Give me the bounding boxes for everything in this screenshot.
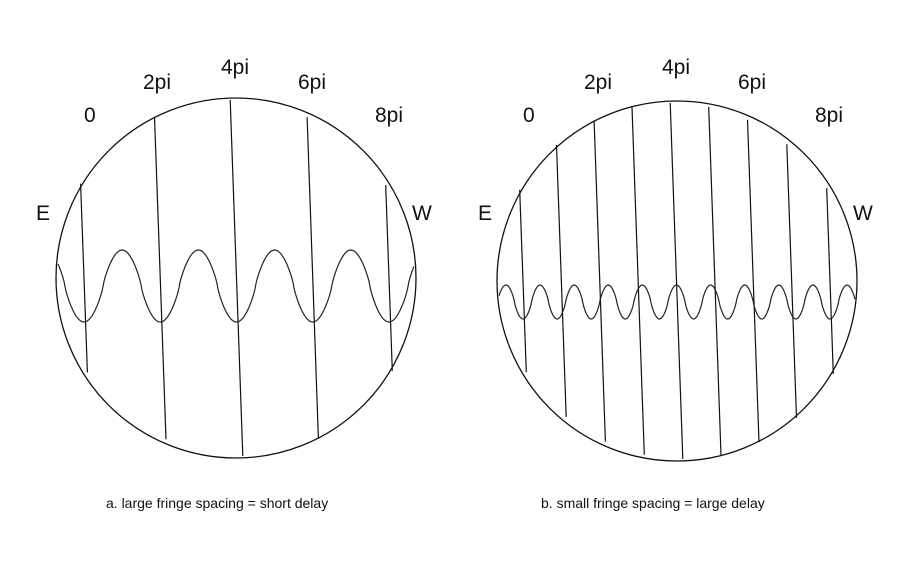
panel-a-phase-label-8pi: 8pi xyxy=(375,104,403,127)
panel-a-fringe-wave xyxy=(57,249,415,323)
panel-b-phase-label-8pi: 8pi xyxy=(815,104,843,127)
panel-a-fringe-line xyxy=(153,116,167,440)
panel-b-fringe-line xyxy=(708,106,722,456)
panel-b: 0 2pi 4pi 6pi 8pi E W b. small fringe sp… xyxy=(478,56,873,511)
panel-b-phase-label-0: 0 xyxy=(523,104,535,127)
panel-b-west-label: W xyxy=(853,202,873,225)
panel-b-fringe-line xyxy=(746,119,760,443)
panel-b-fringe-line xyxy=(826,188,834,374)
panel-b-fringe-line xyxy=(519,189,527,373)
panel-b-fringe-line xyxy=(669,102,684,460)
panel-a-west-label: W xyxy=(412,202,432,225)
panel-b-fringe-wave xyxy=(498,284,856,320)
panel-a-phase-label-0: 0 xyxy=(84,104,96,127)
panel-a-fringe-line xyxy=(306,117,319,439)
panel-b-fringe-line xyxy=(631,107,645,455)
panel-b-east-label: E xyxy=(478,202,492,225)
panel-b-fringe-line xyxy=(786,144,798,418)
panel-b-fringe-line xyxy=(593,120,606,442)
panel-a-phase-label-2pi: 2pi xyxy=(143,71,171,94)
panel-b-phase-label-4pi: 4pi xyxy=(662,56,690,79)
panel-a-caption: a. large fringe spacing = short delay xyxy=(106,495,328,511)
panel-a: 0 2pi 4pi 6pi 8pi E W a. large fringe sp… xyxy=(36,56,432,511)
panel-a-phase-label-4pi: 4pi xyxy=(221,56,249,79)
panel-a-fringe-line xyxy=(80,183,88,373)
panel-a-phase-label-6pi: 6pi xyxy=(298,71,326,94)
panel-a-fringe-line xyxy=(385,185,393,371)
panel-b-fringe-line xyxy=(555,144,567,418)
panel-a-east-label: E xyxy=(36,202,50,225)
panel-b-phase-label-2pi: 2pi xyxy=(584,71,612,94)
panel-b-circle xyxy=(496,100,858,462)
panel-a-fringe-lines xyxy=(80,99,393,457)
panel-b-caption: b. small fringe spacing = large delay xyxy=(541,495,765,511)
panel-b-phase-label-6pi: 6pi xyxy=(738,71,766,94)
panel-a-fringe-line xyxy=(229,99,244,457)
panel-b-fringe-lines xyxy=(519,102,834,460)
panel-a-circle xyxy=(55,97,417,459)
